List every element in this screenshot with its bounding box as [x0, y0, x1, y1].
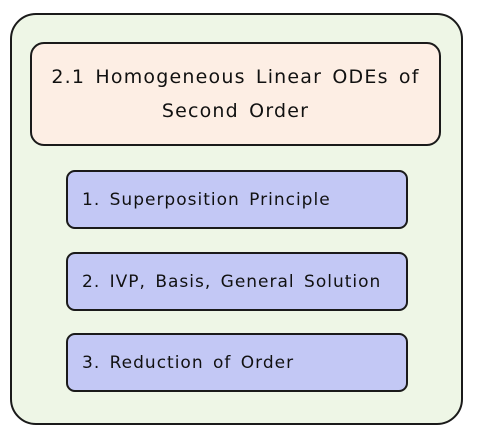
topic-box-ivp-basis: 2. IVP, Basis, General Solution: [66, 252, 408, 311]
topic-box-superposition: 1. Superposition Principle: [66, 170, 408, 229]
topic-label: 3. Reduction of Order: [82, 352, 295, 373]
section-title-box: 2.1 Homogeneous Linear ODEs of Second Or…: [30, 42, 441, 146]
topic-label: 2. IVP, Basis, General Solution: [82, 271, 382, 292]
section-title-line-2: Second Order: [161, 100, 310, 122]
section-title-line-1: 2.1 Homogeneous Linear ODEs of: [51, 66, 420, 88]
topic-label: 1. Superposition Principle: [82, 189, 331, 210]
topic-box-reduction-of-order: 3. Reduction of Order: [66, 333, 408, 392]
